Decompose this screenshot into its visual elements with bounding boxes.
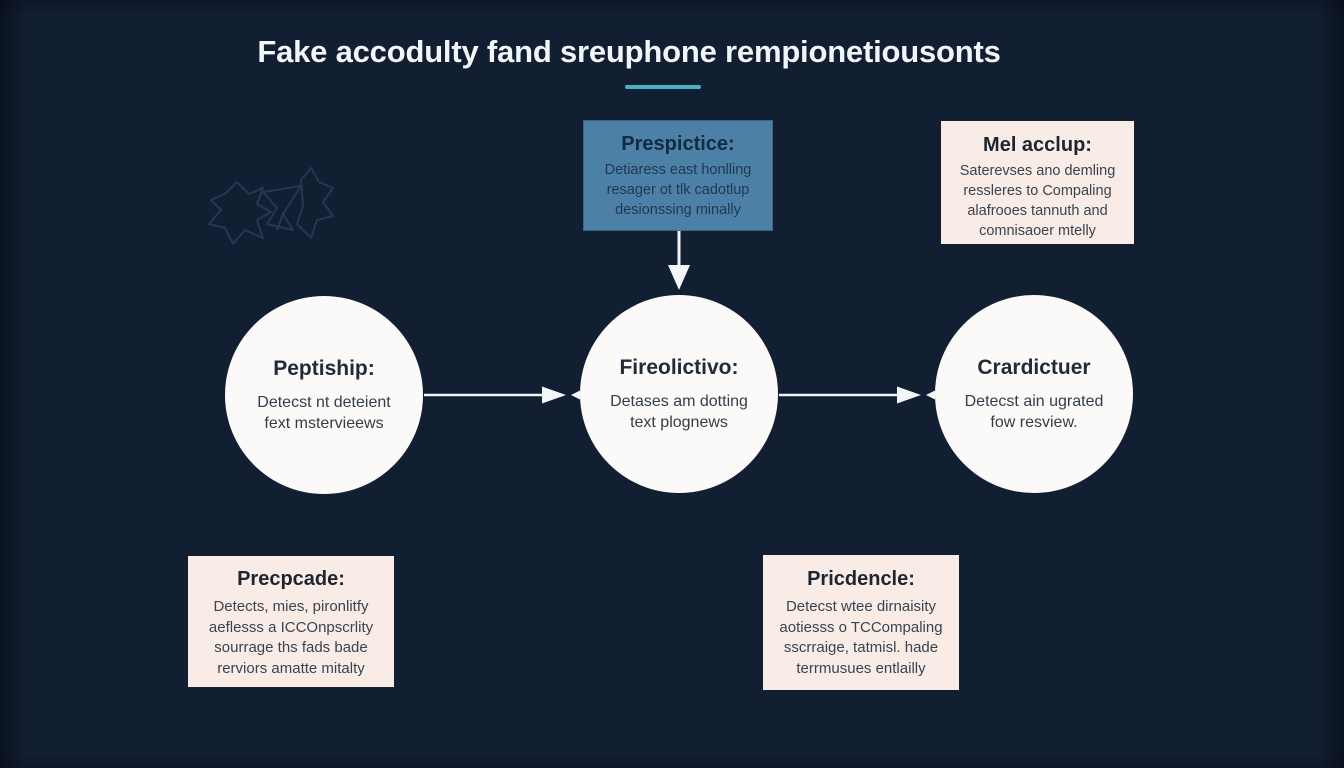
step-1-body: Detecst nt deteient fext mstervieews [257, 394, 391, 432]
step-circle-1: Peptiship: Detecst nt deteient fext mste… [225, 296, 423, 494]
arrow-step2-step3-head [897, 386, 921, 404]
note-box-bottom-right-body: Detecst wtee dirnaisity aotiesss o TCCom… [779, 598, 943, 677]
note-box-bottom-right: Pricdencle: Detecst wtee dirnaisity aoti… [763, 555, 959, 690]
page-title: Fake accodulty fand sreuphone rempioneti… [257, 34, 1001, 69]
process-box-top-heading: Prespictice: [621, 133, 735, 155]
step-1-heading: Peptiship: [273, 357, 375, 380]
process-box-top: Prespictice: Detiaress east honlling res… [583, 120, 773, 231]
note-box-bottom-left-body: Detects, mies, pironlitfy aeflesss a ICC… [208, 598, 374, 677]
arrow-step1-step2-head [542, 386, 566, 404]
title-underline [625, 85, 701, 89]
note-box-top-right: Mel acclup: Saterevses ano demling ressl… [941, 121, 1134, 244]
step-3-body: Detecst ain ugrated fow resview. [964, 393, 1104, 431]
step-2-heading: Fireolictivo: [619, 356, 739, 379]
step-circle-3: Crardictuer Detecst ain ugrated fow resv… [935, 295, 1133, 493]
arrow-step2-step3-tip [926, 390, 935, 400]
step-circle-2: Fireolictivo: Detases am dotting text pl… [580, 295, 778, 493]
arrow-step1-step2-tip [571, 390, 580, 400]
note-box-bottom-left-heading: Precpcade: [237, 568, 345, 590]
note-box-top-right-heading: Mel acclup: [983, 134, 1092, 156]
arrow-down-head [668, 265, 690, 290]
step-3-heading: Crardictuer [977, 356, 1091, 379]
step-2-body: Detases am dotting text plognews [610, 393, 748, 431]
note-box-top-right-body: Saterevses ano demling ressleres to Comp… [959, 163, 1116, 239]
process-box-top-body: Detiaress east honlling resager ot tlk c… [604, 162, 752, 218]
note-box-bottom-right-heading: Pricdencle: [807, 568, 915, 590]
note-box-bottom-left: Precpcade: Detects, mies, pironlitfy aef… [188, 556, 394, 687]
abstract-ribbon-icon [208, 167, 334, 245]
